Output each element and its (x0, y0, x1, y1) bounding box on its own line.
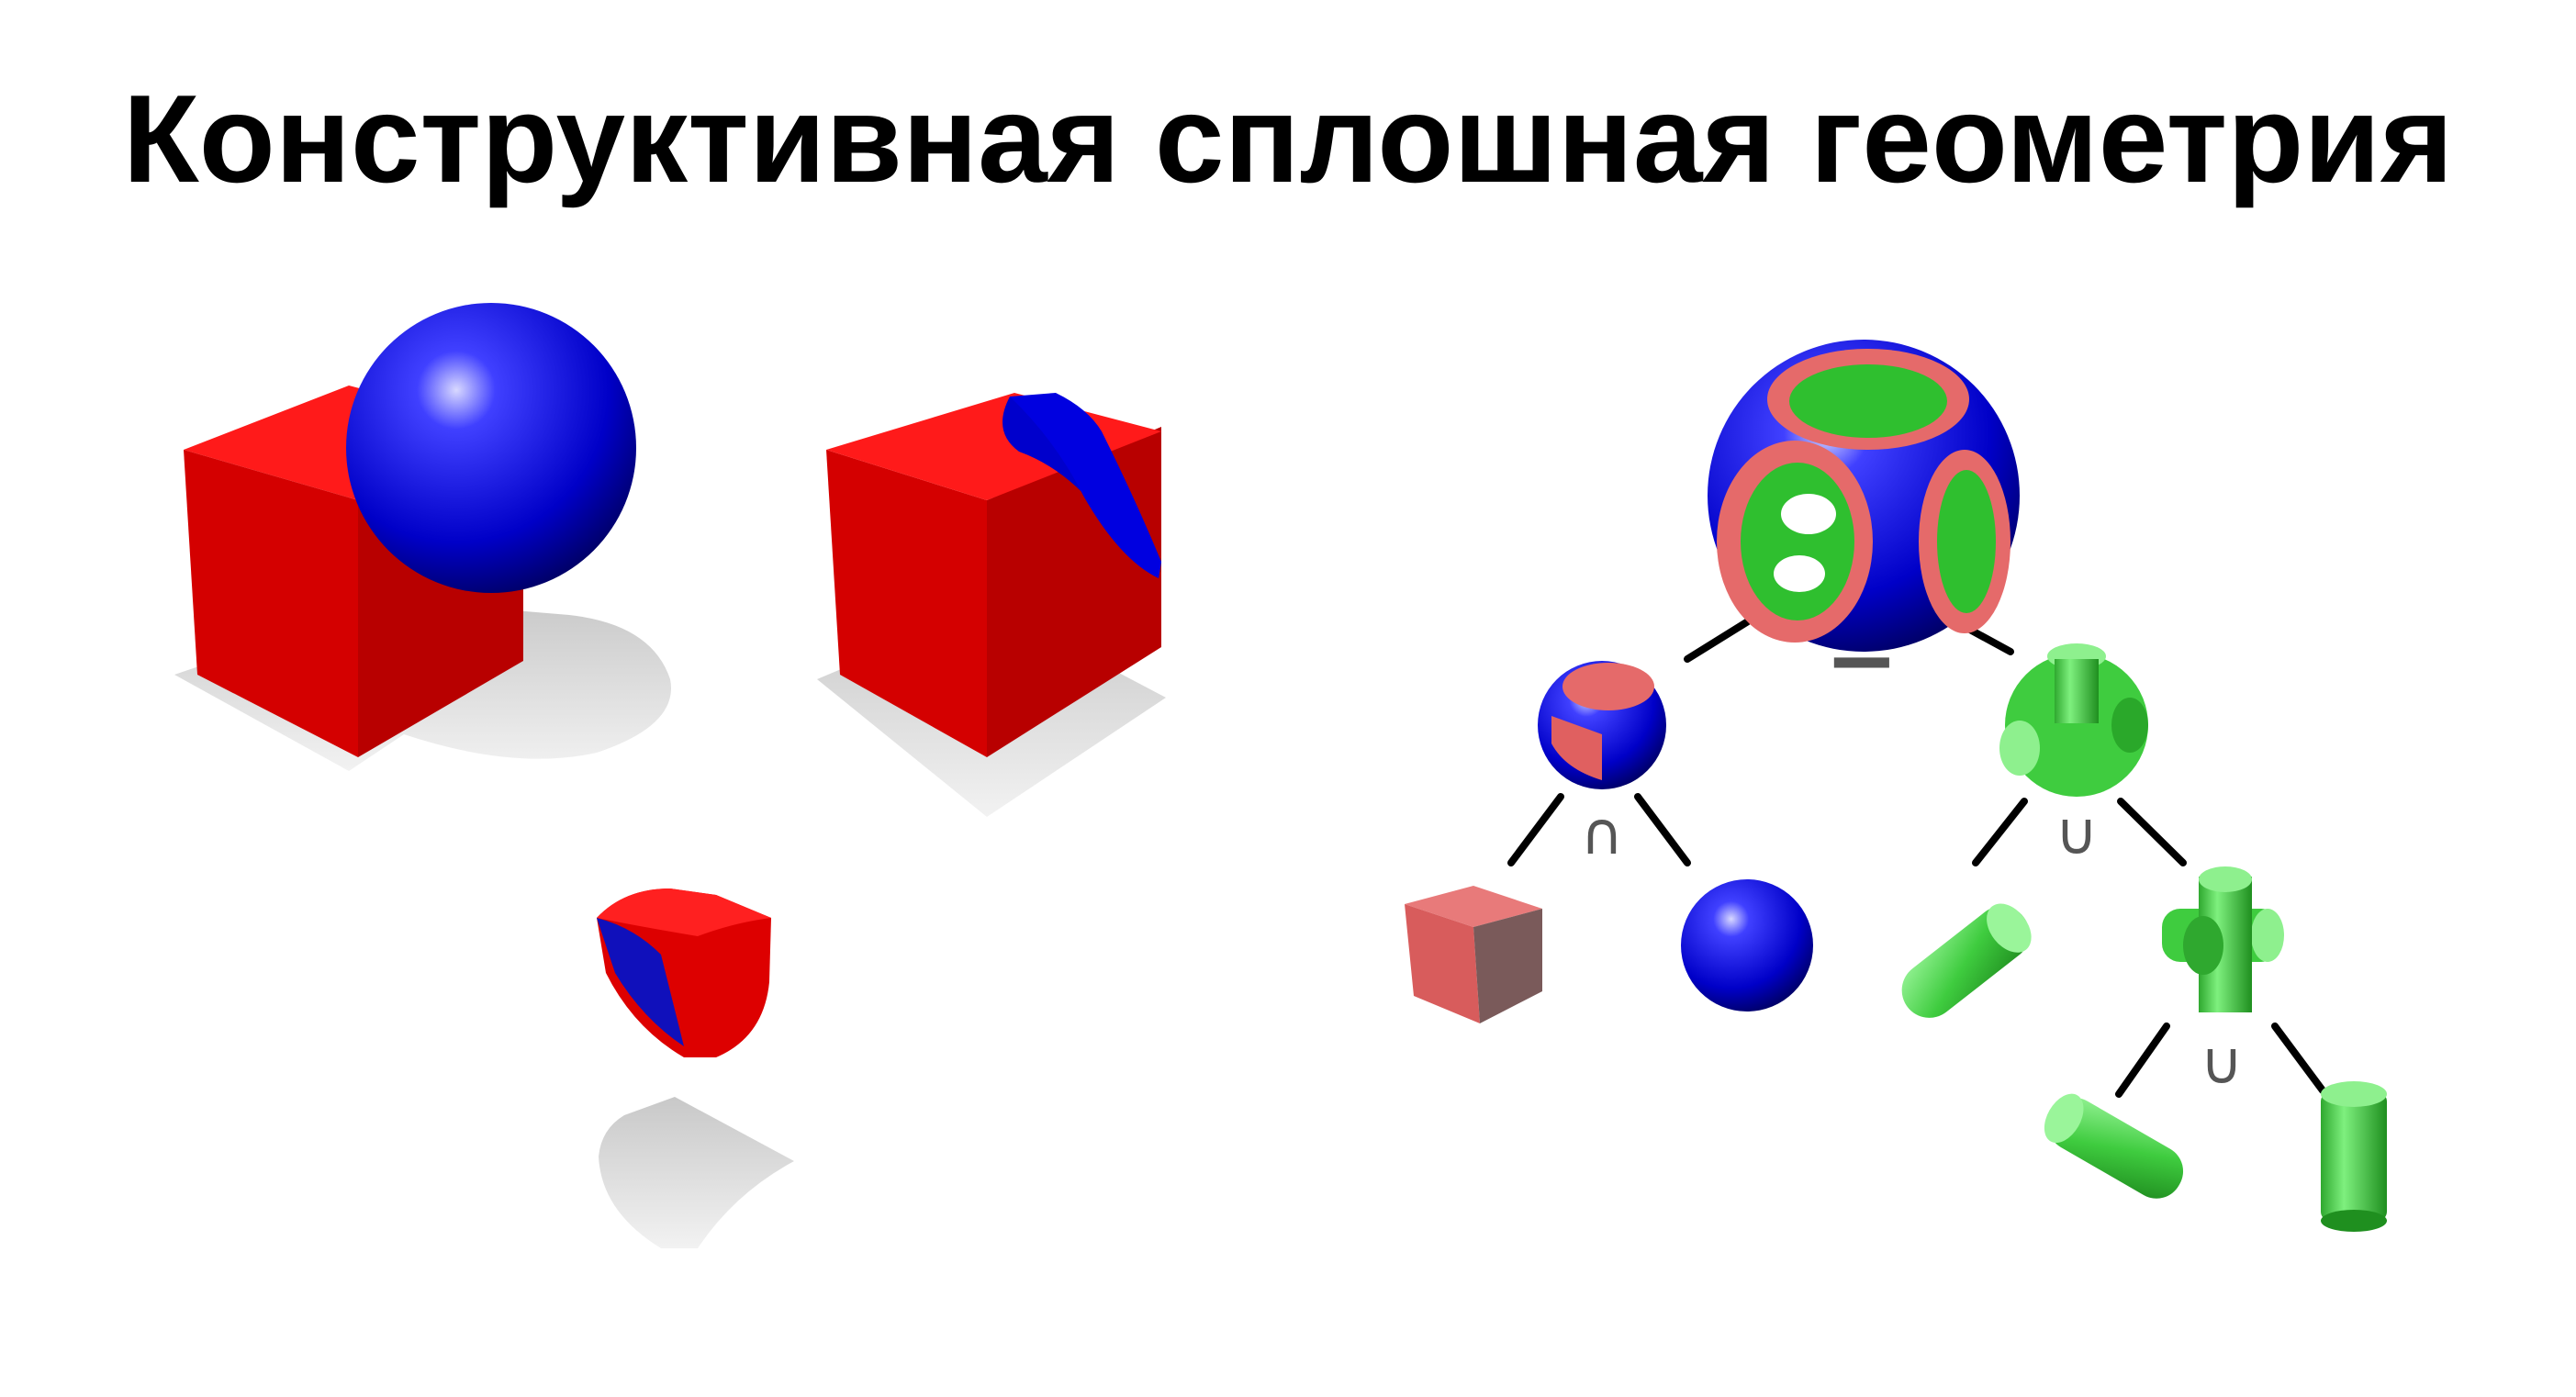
intersection-shape (597, 888, 771, 1057)
edge-left-cube (1507, 793, 1564, 866)
intersection-node-front (1551, 716, 1602, 780)
leaf-cube-left (1405, 904, 1480, 1023)
shadow-3 (599, 1097, 794, 1248)
cube-sphere-overlap (174, 303, 671, 771)
operator-union: ∪ (2055, 800, 2099, 868)
sub-union-node (2162, 866, 2284, 1012)
result-left-opening-2 (1774, 555, 1825, 592)
edge-right-sub (2117, 798, 2187, 866)
intersection-blue-side (597, 918, 684, 1046)
intersection-top (597, 888, 771, 936)
operator-union-sub: ∪ (2201, 1030, 2244, 1098)
spherical-cutout-face (1010, 393, 1161, 578)
sub-union-horizontal-cap (2251, 909, 2284, 962)
edge-right-cyl (1972, 798, 2028, 866)
result-left-hole (1741, 463, 1854, 620)
edge-sub-cyl2 (2271, 1023, 2326, 1094)
leaf-sphere (1681, 879, 1813, 1011)
leaf-cube (1405, 886, 1542, 1023)
leaf-cylinder-2-cap (2044, 1093, 2084, 1144)
leaf-cylinder-3-bottom (2321, 1210, 2387, 1232)
cube-intersect-sphere (597, 888, 794, 1248)
leaf-cylinder-1-cap (1987, 903, 2032, 953)
csg-tree: − ∩ ∪ ∪ (1405, 340, 2387, 1232)
leaf-cube-top (1405, 886, 1542, 927)
union-node-right-cap (2111, 698, 2148, 753)
intersection-node (1538, 661, 1666, 789)
edge-left-sphere (1634, 793, 1691, 866)
sub-union-vertical-cap (2199, 866, 2252, 892)
union-node-left-cap (1999, 721, 2040, 776)
result-shape (1708, 340, 2020, 652)
union-node-body (2005, 654, 2148, 797)
leaf-cylinder-3-body (2321, 1092, 2387, 1221)
operator-intersection: ∩ (1581, 800, 1624, 868)
leaf-cylinder-2 (2044, 1093, 2184, 1199)
edge-sub-cyl1 (2115, 1023, 2170, 1098)
leaf-cylinder-1 (1901, 903, 2032, 1018)
result-left-opening-1 (1781, 494, 1836, 534)
slide-title: Конструктивная сплошная геометрия (122, 69, 2454, 208)
union-node (1999, 643, 2148, 797)
result-top-hole (1789, 364, 1947, 438)
sphere-1 (346, 303, 636, 593)
leaf-cylinder-3 (2321, 1081, 2387, 1232)
result-right-hole (1937, 470, 1996, 613)
sub-union-left-shade (2183, 916, 2223, 975)
cube-minus-sphere (817, 393, 1166, 817)
union-node-vert (2055, 659, 2099, 723)
leaf-cylinder-3-cap (2321, 1081, 2387, 1107)
leaf-cube-right (1473, 909, 1542, 1023)
cube-1-left (184, 450, 358, 757)
leaf-cylinder-2-body (2047, 1098, 2184, 1199)
edge-root-left (1684, 613, 1759, 663)
intersection-node-top (1562, 663, 1654, 710)
cube-2-left (826, 450, 987, 757)
